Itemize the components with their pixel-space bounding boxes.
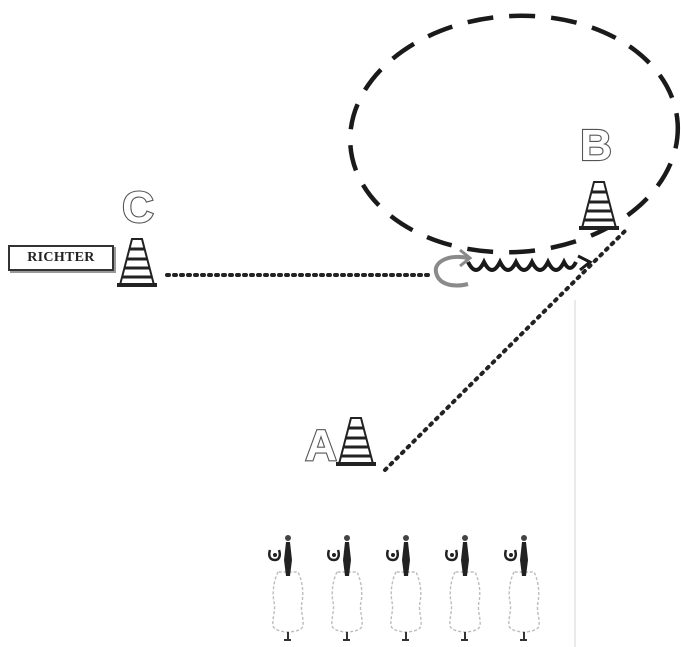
cone-b-label: B xyxy=(580,121,612,170)
player-queue xyxy=(267,533,541,642)
player-figure xyxy=(385,533,423,642)
cone-b-icon xyxy=(577,180,621,232)
cone-a-label: A xyxy=(305,421,337,470)
player-figure xyxy=(444,533,482,642)
cone-c-icon xyxy=(115,237,159,289)
cone-a-icon xyxy=(334,416,378,468)
richter-label: RICHTER xyxy=(27,250,95,265)
pass-path-b xyxy=(383,228,628,472)
curl-arrowhead xyxy=(459,248,473,268)
cone-c-label: C xyxy=(122,183,154,232)
curl-arrow xyxy=(433,255,469,288)
dribble-arrowhead xyxy=(577,254,593,272)
player-figure xyxy=(326,533,364,642)
player-figure xyxy=(267,533,305,642)
player-figure xyxy=(503,533,541,642)
dribble-path xyxy=(466,257,578,272)
zone-circle xyxy=(347,13,681,255)
richter-label-box: RICHTER xyxy=(8,245,114,271)
